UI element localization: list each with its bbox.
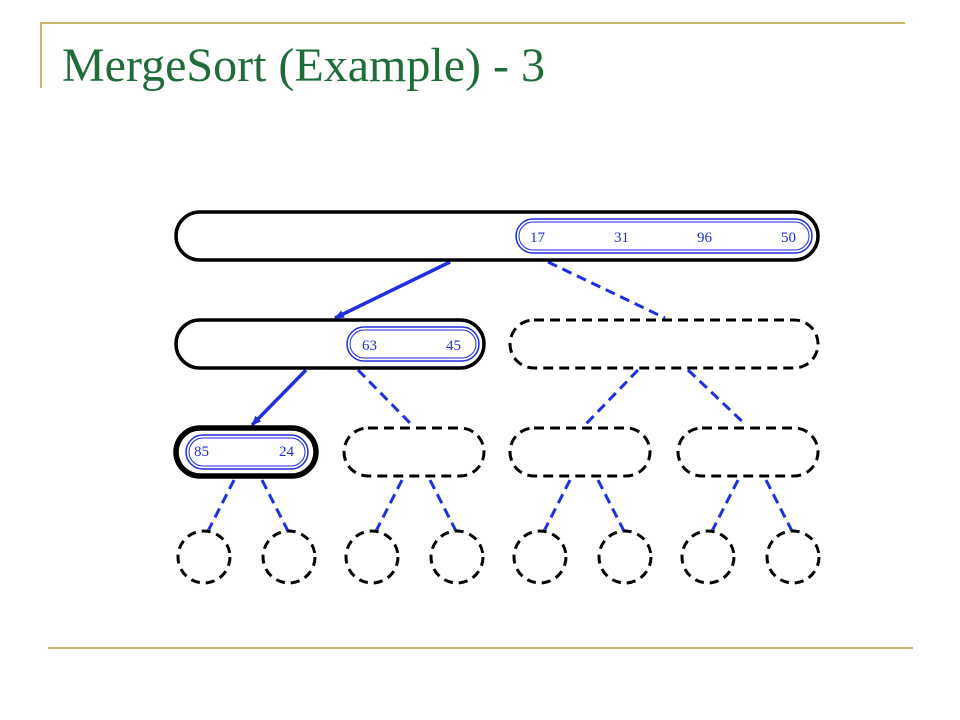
left-rule bbox=[40, 22, 42, 88]
level1-left-node bbox=[174, 318, 486, 370]
edge-n1-b bbox=[260, 479, 292, 536]
leaf-node-7 bbox=[680, 529, 736, 585]
level2-node-1-sequence-capsule-inner bbox=[188, 437, 306, 467]
current-value-2: 24 bbox=[279, 444, 295, 460]
root-sequence-capsule bbox=[515, 218, 813, 254]
edge-n3-a bbox=[540, 479, 572, 536]
active-arrow-root-left bbox=[334, 260, 451, 320]
bottom-rule bbox=[48, 647, 913, 649]
root-value-3: 96 bbox=[697, 230, 713, 246]
level2-node-3 bbox=[508, 426, 652, 478]
active-arrow-l1-left bbox=[250, 368, 308, 427]
level1-left-value-2: 45 bbox=[446, 338, 461, 354]
edge-root-right bbox=[547, 260, 666, 320]
level2-node-1 bbox=[173, 425, 319, 479]
leaf-node-3 bbox=[344, 529, 400, 585]
edge-n1-a bbox=[204, 479, 236, 536]
edge-n4-a bbox=[708, 479, 740, 536]
level1-right-node bbox=[508, 318, 820, 370]
leaf-node-5 bbox=[512, 529, 568, 585]
level1-left-value-1: 63 bbox=[362, 338, 377, 354]
level2-node-2 bbox=[342, 426, 486, 478]
root-value-4: 50 bbox=[781, 230, 796, 246]
slide-title: MergeSort (Example) - 3 bbox=[62, 39, 545, 92]
level2-node-4 bbox=[676, 426, 820, 478]
level1-left-sequence-capsule bbox=[346, 326, 480, 362]
level1-left-sequence-capsule-inner bbox=[349, 329, 477, 359]
edge-l1-right bbox=[356, 368, 414, 427]
root-sequence-capsule-inner bbox=[518, 221, 810, 251]
leaf-node-6 bbox=[597, 529, 653, 585]
edge-n3-b bbox=[596, 479, 628, 536]
edge-n2-b bbox=[428, 479, 460, 536]
edge-n4-b bbox=[764, 479, 796, 536]
leaf-node-1 bbox=[176, 529, 232, 585]
leaf-node-2 bbox=[261, 529, 317, 585]
level2-node-1-sequence-capsule bbox=[185, 434, 309, 470]
root-value-1: 17 bbox=[530, 230, 546, 246]
top-rule bbox=[40, 22, 905, 24]
leaf-node-4 bbox=[429, 529, 485, 585]
leaf-node-8 bbox=[765, 529, 821, 585]
edge-r1-right bbox=[686, 368, 748, 427]
root-node bbox=[174, 210, 820, 262]
edge-r1-left bbox=[583, 368, 640, 427]
root-value-2: 31 bbox=[614, 230, 629, 246]
edge-n2-a bbox=[372, 479, 404, 536]
current-value-1: 85 bbox=[194, 444, 209, 460]
